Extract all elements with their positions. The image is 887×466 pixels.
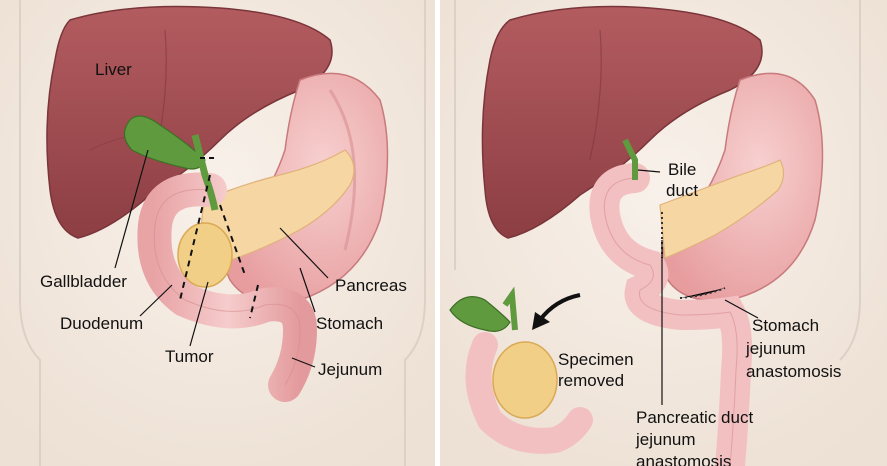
label-gallbladder: Gallbladder bbox=[40, 272, 127, 291]
specimen-duodenum bbox=[465, 332, 593, 454]
specimen-tumor bbox=[492, 341, 558, 419]
label-jejunum: Jejunum bbox=[318, 360, 383, 379]
specimen-bile-duct bbox=[502, 286, 518, 331]
after-surgery-illustration bbox=[440, 0, 887, 466]
bile-duct bbox=[622, 138, 638, 180]
label-removed: removed bbox=[558, 371, 625, 390]
label-pancreatic-3: anastomosis bbox=[636, 452, 732, 466]
cut-line bbox=[249, 284, 259, 319]
label-duct: duct bbox=[666, 181, 699, 200]
leader-line-duodenum bbox=[139, 284, 173, 317]
cut-line bbox=[219, 204, 246, 276]
label-stomach-anast-1: Stomach bbox=[752, 316, 820, 335]
liver-shape bbox=[46, 5, 333, 239]
leader-line-pancreas bbox=[279, 227, 329, 279]
stomach-fold bbox=[328, 89, 357, 251]
leader-line-bile-duct bbox=[637, 169, 661, 173]
label-specimen: Specimen bbox=[558, 350, 634, 369]
leader-line-stomach-anastomosis bbox=[724, 299, 759, 319]
jejunum-edge bbox=[603, 177, 738, 466]
label-stomach-anast-3: anastomosis bbox=[746, 362, 842, 381]
leader-line-stomach bbox=[299, 267, 316, 313]
duodenum-edge bbox=[153, 188, 301, 386]
after-surgery-panel: Bile duct Specimen removed Stomach jejun… bbox=[440, 0, 887, 466]
label-pancreas: Pancreas bbox=[335, 276, 407, 295]
label-bile: Bile bbox=[668, 160, 697, 179]
before-surgery-panel: Liver Gallbladder Duodenum Tumor Pancrea… bbox=[0, 0, 435, 466]
label-duodenum: Duodenum bbox=[60, 314, 144, 333]
pancreas-remnant bbox=[659, 159, 785, 259]
leader-line-tumor bbox=[189, 281, 209, 347]
torso-outline-right bbox=[404, 0, 426, 466]
label-stomach-anast-2: jejunum bbox=[746, 339, 806, 358]
torso-outline-right bbox=[839, 0, 861, 361]
label-liver: Liver bbox=[95, 60, 132, 79]
leader-line-gallbladder bbox=[114, 149, 149, 269]
removal-arrow bbox=[538, 293, 581, 322]
gallbladder-shape bbox=[123, 115, 206, 170]
liver-fissure bbox=[589, 29, 602, 161]
label-tumor: Tumor bbox=[165, 347, 214, 366]
label-pancreatic-1: Pancreatic duct bbox=[636, 408, 754, 427]
specimen-gallbladder bbox=[449, 296, 511, 332]
label-pancreatic-2: jejunum bbox=[636, 430, 696, 449]
leader-line-jejunum bbox=[291, 357, 316, 368]
bile-duct bbox=[191, 134, 219, 211]
stomach-anastomosis-stitches bbox=[679, 287, 726, 299]
tumor-shape bbox=[177, 222, 233, 288]
before-surgery-illustration bbox=[0, 0, 435, 466]
label-stomach: Stomach bbox=[316, 314, 384, 333]
torso-outline bbox=[19, 0, 41, 466]
removal-arrow-head bbox=[532, 312, 550, 330]
